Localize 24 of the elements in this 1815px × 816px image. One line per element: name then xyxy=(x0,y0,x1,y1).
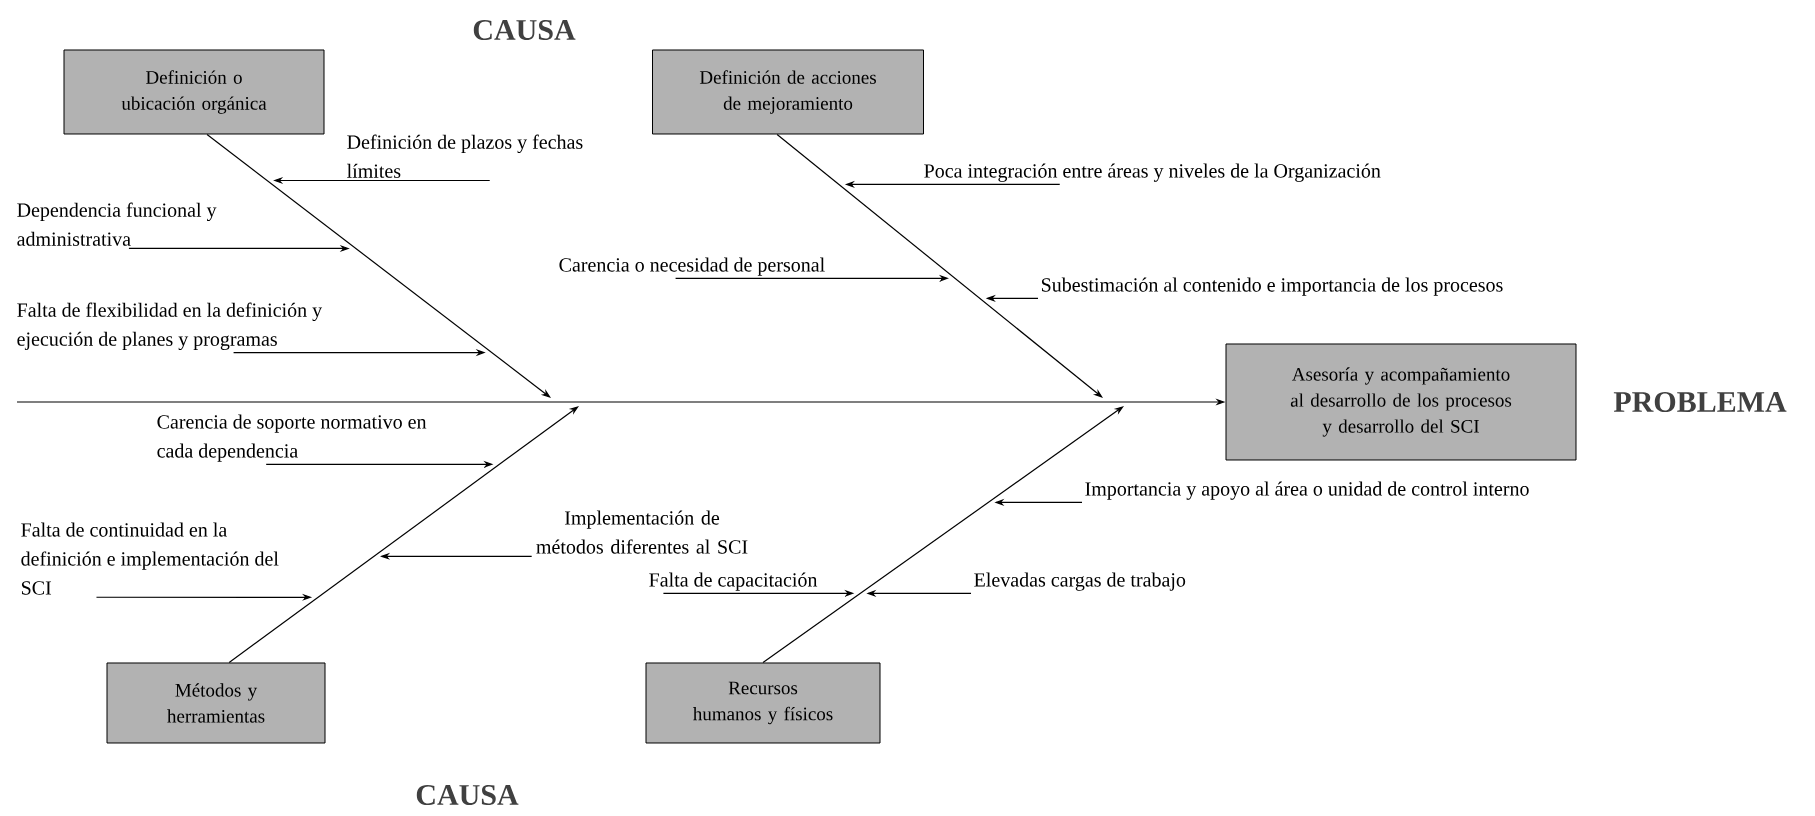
heading-label: CAUSA xyxy=(416,784,519,806)
heading-label: CAUSA xyxy=(473,19,576,41)
category-box: Definición o ubicación orgánica xyxy=(63,49,325,135)
category-box: Métodos y herramientas xyxy=(106,662,326,744)
cause-text: Elevadas cargas de trabajo xyxy=(974,572,1186,591)
cause-text: Carencia o necesidad de personal xyxy=(559,257,825,276)
cause-text: Falta de flexibilidad en la definición y ejecución de planes y programas xyxy=(17,302,323,350)
cause-text: Dependencia funcional y administrativa xyxy=(17,202,217,246)
category-box: Definición de acciones de mejoramiento xyxy=(652,49,924,135)
cause-text: Carencia de soporte normativo en cada dependencia xyxy=(157,414,427,462)
problem-box: Asesoría y acompañamiento al desarrollo de los procesos y desarrollo del SCI xyxy=(1225,343,1577,461)
cause-text: Importancia y apoyo al área o unidad de control interno xyxy=(1085,481,1529,500)
cause-text: Poca integración entre áreas y niveles de la Organización xyxy=(924,163,1381,182)
cause-text: Implementación de métodos diferentes al SCI xyxy=(536,510,748,554)
cause-text: Definición de plazos y fechas límites xyxy=(347,134,583,178)
cause-text: Falta de capacitación xyxy=(649,572,818,591)
bone-arrow xyxy=(776,133,1103,398)
bone-arrow xyxy=(762,406,1124,664)
category-box: Recursos humanos y físicos xyxy=(645,662,881,744)
heading-label: PROBLEMA xyxy=(1613,391,1787,413)
bone-arrow xyxy=(228,406,579,664)
cause-text: Subestimación al contenido e importancia de los procesos xyxy=(1041,277,1503,296)
bone-arrow xyxy=(206,133,551,398)
cause-text: Falta de continuidad en la definición e implementación del SCI xyxy=(21,522,279,595)
